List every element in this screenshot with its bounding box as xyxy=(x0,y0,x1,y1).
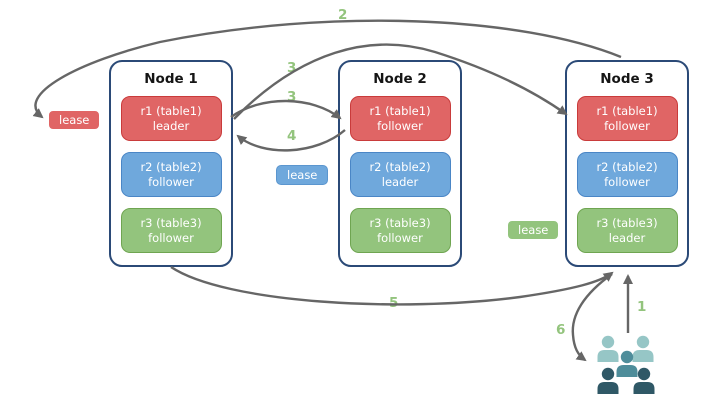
node-1-replica-r3: r3 (table3) follower xyxy=(120,208,222,253)
step-label-4: 4 xyxy=(287,128,297,144)
step-label-1: 1 xyxy=(637,299,647,315)
step-label-3a: 3 xyxy=(287,60,297,76)
node-2-replica-r3: r3 (table3) follower xyxy=(349,208,451,253)
node-2-replica-r1: r1 (table1) follower xyxy=(349,96,451,141)
step-label-3b: 3 xyxy=(287,89,297,105)
lease-table3-badge: lease xyxy=(507,220,560,240)
arrow-step-3-to-node2 xyxy=(230,99,342,120)
node-2-replica-r2: r2 (table2) leader xyxy=(349,152,451,197)
replica-name: r2 (table2) xyxy=(369,159,431,174)
node-1-replica-r2: r2 (table2) follower xyxy=(120,152,222,197)
step-label-5: 5 xyxy=(389,295,399,311)
node-3-replica-r3: r3 (table3) leader xyxy=(576,208,678,253)
node-1-replica-r1: r1 (table1) leader xyxy=(120,96,222,141)
users-group-icon xyxy=(597,335,655,394)
replica-role: follower xyxy=(604,174,650,189)
arrow-step-6 xyxy=(571,273,613,362)
node-3-title: Node 3 xyxy=(600,71,654,87)
replica-role: follower xyxy=(377,230,423,245)
replica-name: r1 (table1) xyxy=(596,103,658,118)
replica-name: r1 (table1) xyxy=(369,103,431,118)
replica-name: r2 (table2) xyxy=(140,159,202,174)
replica-role: leader xyxy=(152,118,190,133)
node-2: Node 2 r1 (table1) follower r2 (table2) … xyxy=(338,60,462,267)
node-3-replica-r1: r1 (table1) follower xyxy=(576,96,678,141)
replica-name: r1 (table1) xyxy=(140,103,202,118)
replica-role: leader xyxy=(381,174,419,189)
replica-role: follower xyxy=(148,174,194,189)
node-2-title: Node 2 xyxy=(373,71,427,87)
replica-name: r3 (table3) xyxy=(140,215,202,230)
node-3: Node 3 r1 (table1) follower r2 (table2) … xyxy=(565,60,689,267)
replica-role: follower xyxy=(377,118,423,133)
lease-table1-badge: lease xyxy=(48,110,101,130)
step-label-2: 2 xyxy=(338,7,348,23)
replica-name: r2 (table2) xyxy=(596,159,658,174)
replica-role: leader xyxy=(608,230,646,245)
replica-name: r3 (table3) xyxy=(369,215,431,230)
lease-table2-badge: lease xyxy=(276,165,329,185)
node-1-title: Node 1 xyxy=(144,71,198,87)
step-label-6: 6 xyxy=(556,322,566,338)
replica-role: follower xyxy=(604,118,650,133)
node-1: Node 1 r1 (table1) leader r2 (table2) fo… xyxy=(109,60,233,267)
node-3-replica-r2: r2 (table2) follower xyxy=(576,152,678,197)
replica-name: r3 (table3) xyxy=(596,215,658,230)
replica-role: follower xyxy=(148,230,194,245)
